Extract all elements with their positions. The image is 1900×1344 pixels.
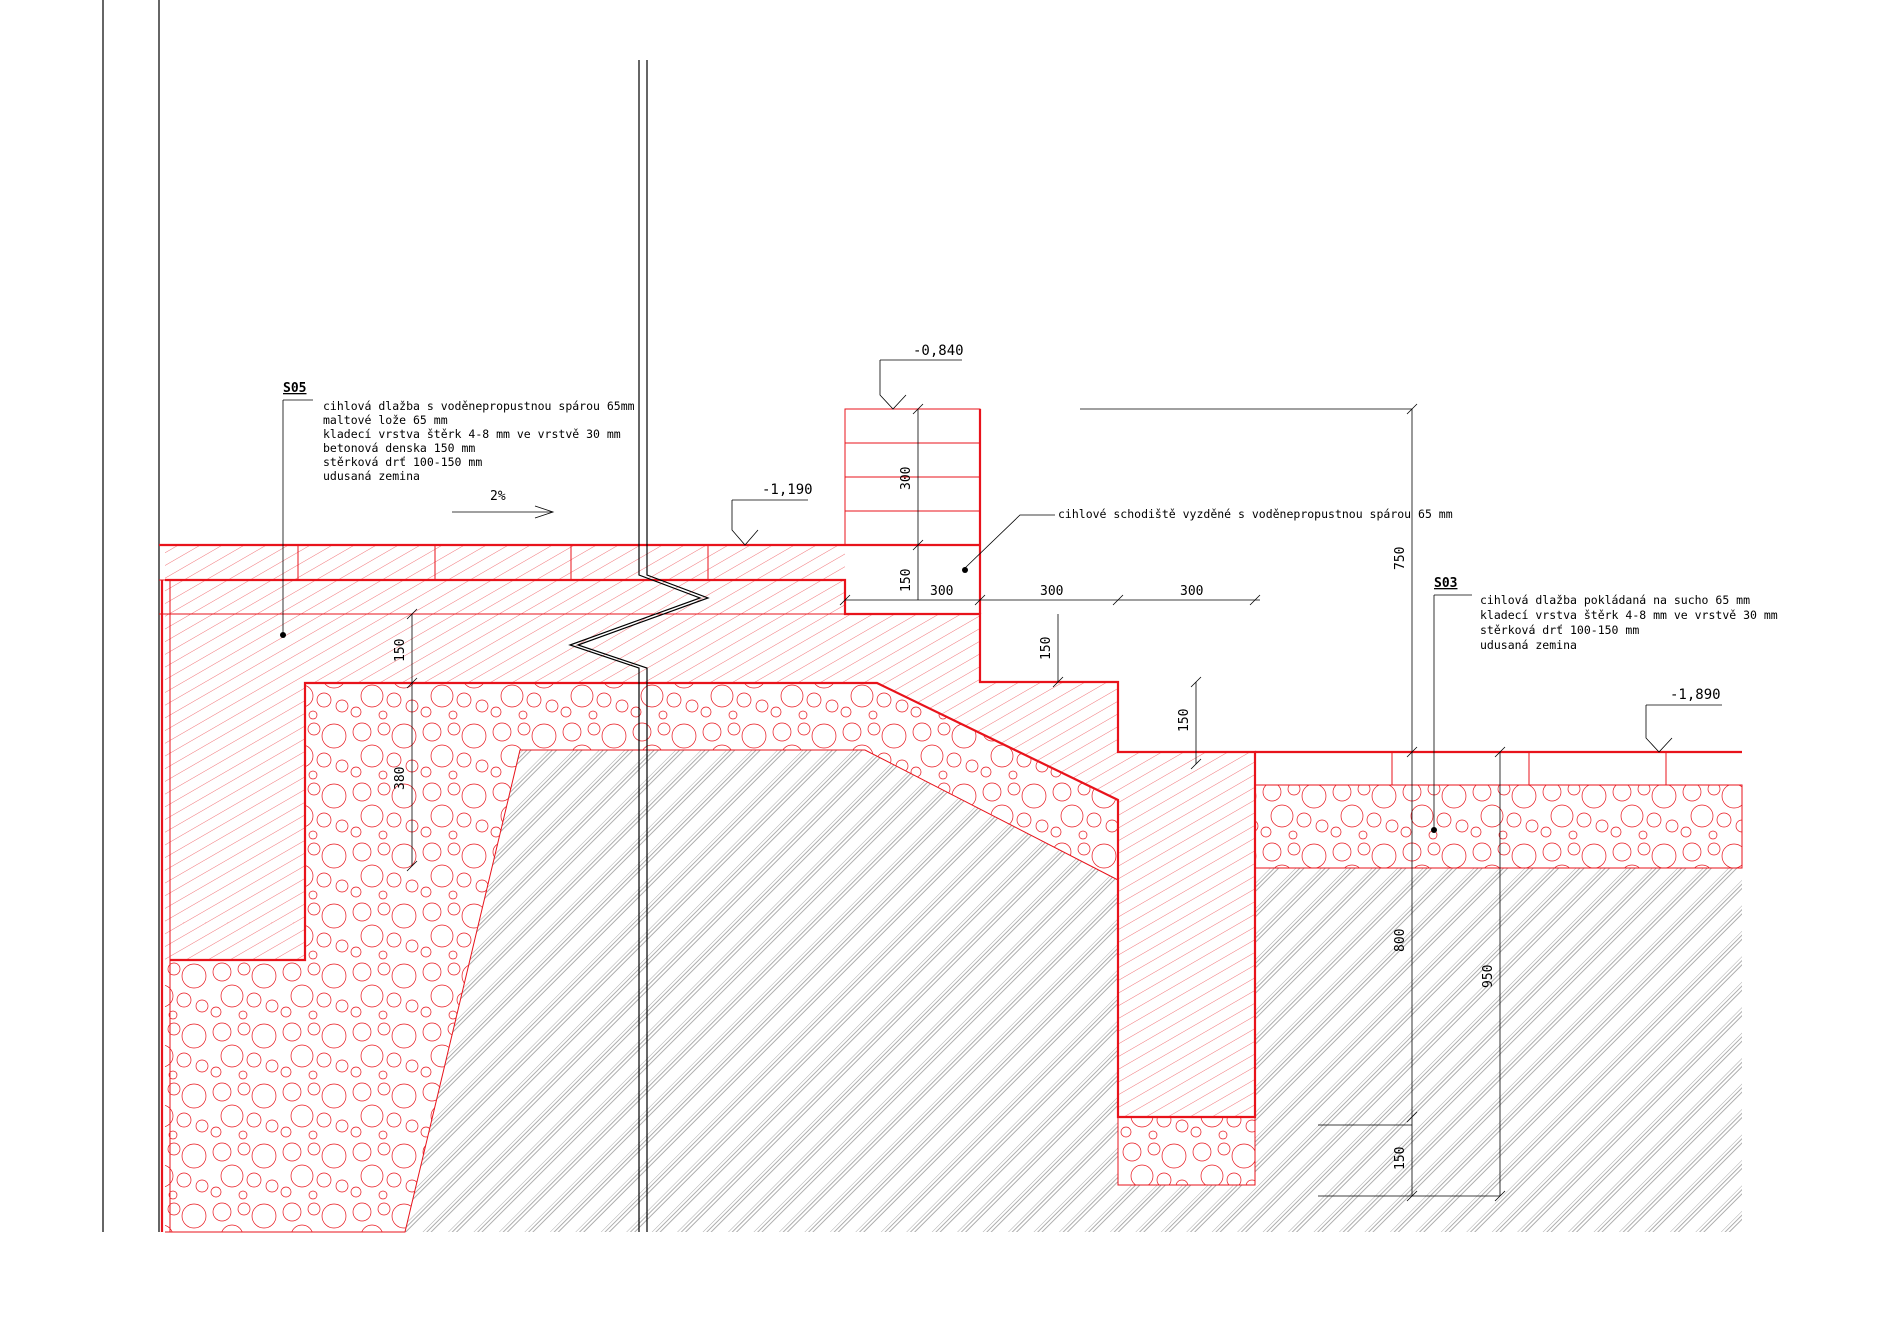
layer-label: udusaná zemina	[1480, 638, 1577, 652]
layer-label: stěrková drť 100-150 mm	[323, 455, 482, 469]
layer-label: cihlová dlažba pokládaná na sucho 65 mm	[1480, 593, 1750, 607]
dim-tread-3: 300	[1180, 584, 1203, 599]
slope-label: 2%	[490, 489, 506, 504]
left-layer-list: cihlová dlažba s voděnepropustnou spárou…	[280, 399, 635, 638]
section-tag-s03: S03	[1434, 576, 1457, 591]
dim-step-height-top: 300	[899, 467, 914, 490]
brick-step	[844, 408, 982, 614]
elevation-upper-paving: -1,190	[731, 482, 813, 546]
dim-total-height: 750	[1393, 547, 1408, 570]
dim-step-riser-1: 150	[899, 569, 914, 592]
break-line	[568, 60, 710, 1232]
stair-note: cihlové schodiště vyzděné s voděnepropus…	[962, 507, 1453, 573]
layer-label: kladecí vrstva štěrk 4-8 mm ve vrstvě 30…	[323, 427, 621, 441]
dimension-lines: 300 150 300 300 300 150 150 150 380	[393, 403, 1506, 1202]
elevation-lower-paving: -1,890	[1645, 687, 1722, 753]
dim-tread-1: 300	[930, 584, 953, 599]
lower-paving	[1255, 750, 1742, 786]
stair-note-text: cihlové schodiště vyzděné s voděnepropus…	[1058, 507, 1453, 521]
layer-label: stěrková drť 100-150 mm	[1480, 623, 1639, 637]
dim-total-depth: 950	[1481, 965, 1496, 988]
dim-wall-depth: 380	[393, 767, 408, 790]
elevation-top-step: -0,840	[879, 343, 964, 410]
dim-foundation-depth: 800	[1393, 929, 1408, 952]
dim-step-riser-2: 150	[1039, 637, 1054, 660]
dim-footing-height: 150	[1393, 1147, 1408, 1170]
elevation-value: -1,190	[762, 482, 813, 498]
elevation-value: -0,840	[913, 343, 964, 359]
layer-label: maltové lože 65 mm	[323, 413, 448, 427]
upper-paving	[159, 543, 980, 615]
layer-label: cihlová dlažba s voděnepropustnou spárou…	[323, 399, 635, 413]
compacted-soil	[405, 750, 1742, 1232]
dim-step-riser-3: 150	[1177, 709, 1192, 732]
slope-indicator: 2%	[452, 489, 555, 519]
layer-label: betonová denska 150 mm	[323, 441, 475, 455]
elevation-value: -1,890	[1670, 687, 1721, 703]
right-layer-list: cihlová dlažba pokládaná na sucho 65 mm …	[1431, 593, 1778, 833]
layer-label: udusaná zemina	[323, 469, 420, 483]
dim-slab-thickness: 150	[393, 639, 408, 662]
dim-tread-2: 300	[1040, 584, 1063, 599]
section-tag-s05: S05	[283, 381, 306, 396]
layer-label: kladecí vrstva štěrk 4-8 mm ve vrstvě 30…	[1480, 608, 1778, 622]
